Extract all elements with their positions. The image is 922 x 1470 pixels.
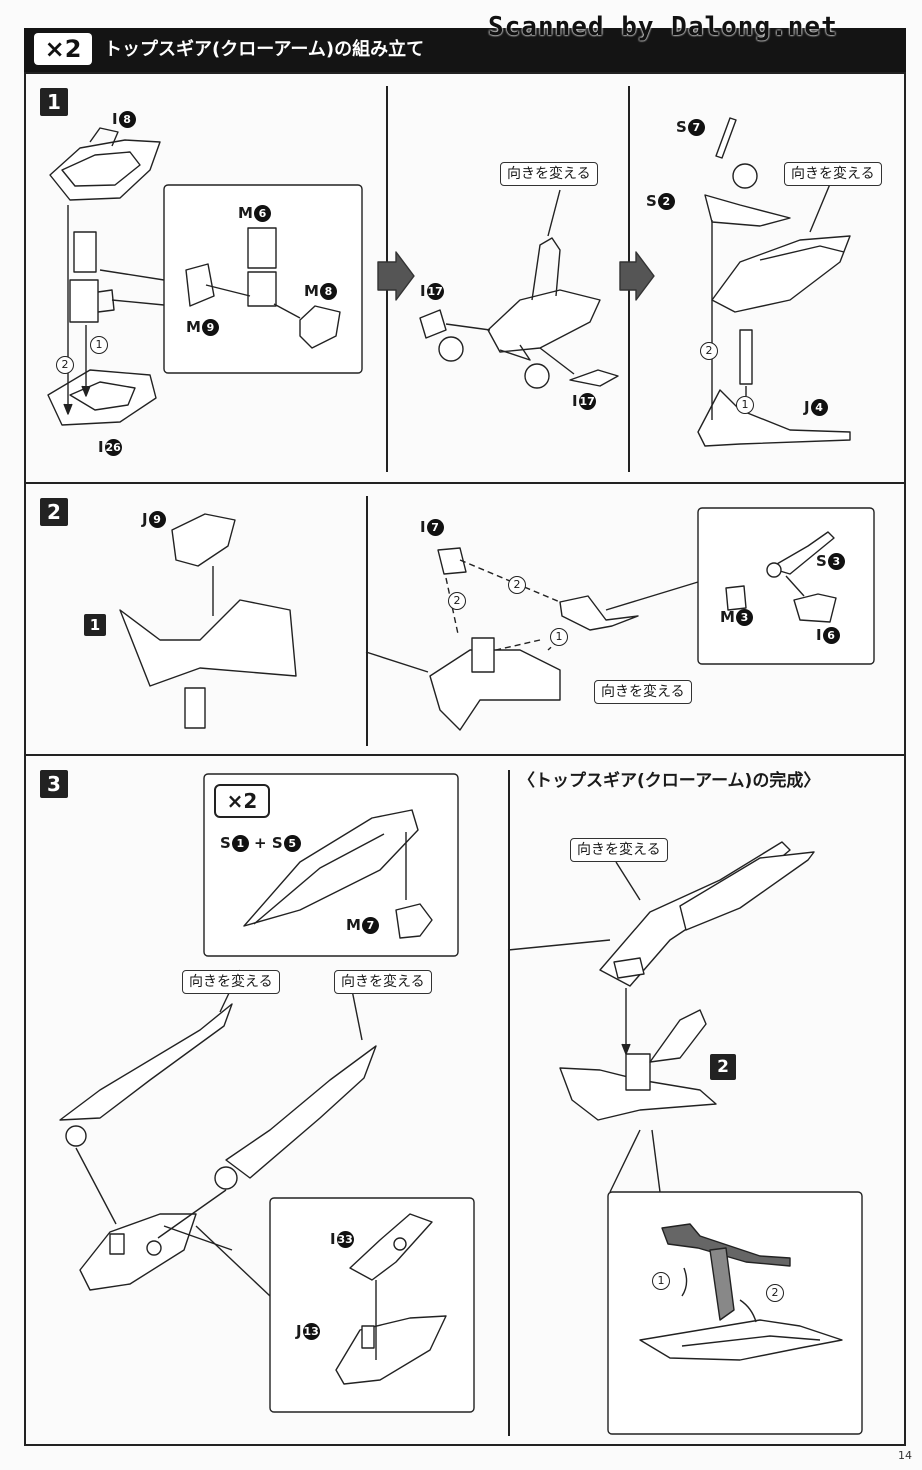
part-illustration bbox=[639, 1223, 843, 1361]
order-marker: 2 bbox=[448, 592, 466, 610]
part-illustration bbox=[419, 237, 619, 387]
multiplier-badge: ×2 bbox=[34, 33, 92, 65]
page-number: 14 bbox=[898, 1449, 912, 1462]
column-divider bbox=[508, 770, 510, 1436]
rotation-marker: 1 bbox=[652, 1272, 670, 1290]
scan-watermark: Scanned by Dalong.net bbox=[488, 12, 838, 42]
order-marker: 1 bbox=[736, 396, 754, 414]
turn-over-note: 向きを変える bbox=[500, 162, 598, 186]
part-illustration bbox=[697, 117, 851, 447]
turn-over-note: 向きを変える bbox=[570, 838, 668, 862]
order-marker: 2 bbox=[700, 342, 718, 360]
part-illustration bbox=[243, 809, 433, 939]
part-illustration bbox=[335, 1213, 447, 1385]
multiplier-badge: ×2 bbox=[214, 784, 270, 818]
turn-over-note: 向きを変える bbox=[594, 680, 692, 704]
page-title: トップスギア(クローアーム)の組み立て bbox=[104, 39, 425, 60]
instructions-frame bbox=[24, 72, 906, 1446]
turn-over-note: 向きを変える bbox=[182, 970, 280, 994]
part-illustration bbox=[49, 127, 161, 201]
header-bar bbox=[24, 28, 906, 72]
turn-over-note: 向きを変える bbox=[334, 970, 432, 994]
completion-title: 〈トップスギア(クローアーム)の完成〉 bbox=[518, 771, 821, 791]
rotation-marker: 2 bbox=[766, 1284, 784, 1302]
part-illustration bbox=[69, 231, 115, 323]
step-reference: 2 bbox=[710, 1054, 736, 1080]
step-number: 2 bbox=[40, 498, 68, 526]
part-illustration bbox=[119, 513, 297, 729]
turn-over-note: 向きを変える bbox=[784, 162, 882, 186]
order-marker: 2 bbox=[508, 576, 526, 594]
part-illustration bbox=[429, 547, 639, 731]
part-illustration bbox=[185, 227, 341, 349]
part-illustration bbox=[47, 369, 157, 426]
section-divider bbox=[24, 754, 906, 756]
step-number: 1 bbox=[40, 88, 68, 116]
part-illustration bbox=[725, 531, 837, 623]
step-number: 3 bbox=[40, 770, 68, 798]
part-illustration bbox=[59, 1003, 377, 1291]
part-illustration bbox=[559, 841, 815, 1121]
column-divider bbox=[366, 496, 368, 746]
order-marker: 1 bbox=[90, 336, 108, 354]
order-marker: 2 bbox=[56, 356, 74, 374]
step-reference: 1 bbox=[84, 614, 106, 636]
section-divider bbox=[24, 482, 906, 484]
order-marker: 1 bbox=[550, 628, 568, 646]
